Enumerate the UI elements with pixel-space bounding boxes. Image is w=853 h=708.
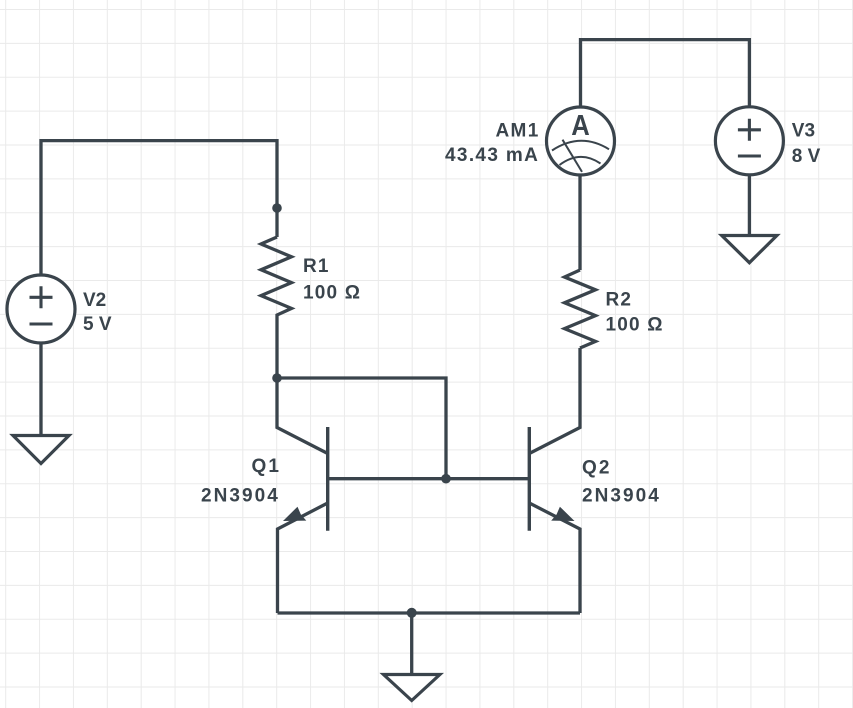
svg-text:R1: R1 — [303, 256, 330, 277]
svg-text:8 V: 8 V — [792, 146, 821, 167]
svg-text:AM1: AM1 — [496, 121, 540, 142]
svg-text:100 Ω: 100 Ω — [606, 315, 664, 336]
svg-text:Q1: Q1 — [252, 456, 280, 477]
svg-text:V3: V3 — [792, 120, 815, 141]
svg-text:100 Ω: 100 Ω — [303, 283, 361, 304]
svg-text:43.43 mA: 43.43 mA — [445, 145, 539, 166]
svg-text:R2: R2 — [606, 290, 633, 311]
svg-text:5 V: 5 V — [83, 314, 112, 335]
svg-text:Q2: Q2 — [582, 458, 610, 479]
svg-text:2N3904: 2N3904 — [582, 486, 660, 507]
svg-text:2N3904: 2N3904 — [201, 486, 279, 507]
svg-text:A: A — [571, 110, 590, 142]
svg-text:V2: V2 — [83, 290, 106, 311]
